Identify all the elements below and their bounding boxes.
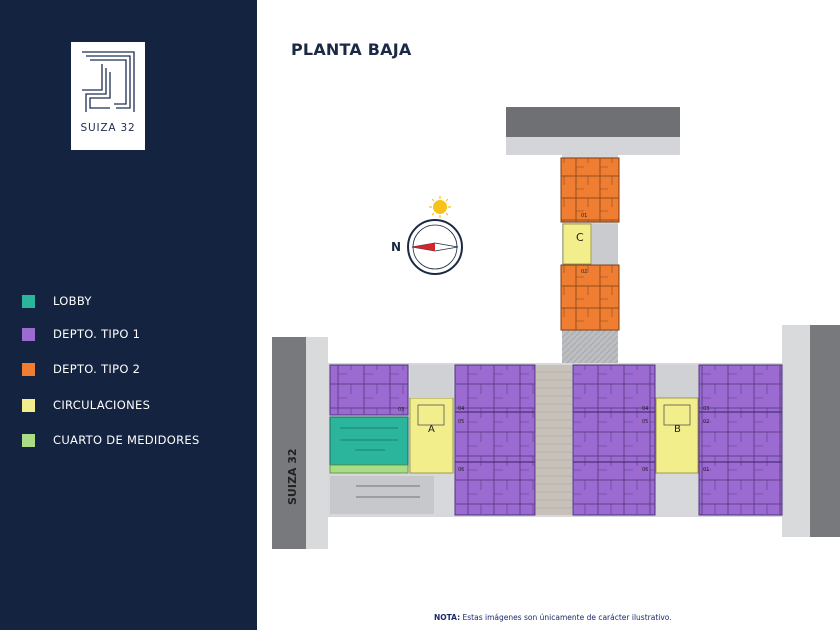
street-right-asphalt [810,325,840,537]
floor-plan: C 01 02 A 03 04 05 06 04 05 06 B 03 02 0… [272,107,840,549]
legend-swatch [22,399,35,412]
page-title: PLANTA BAJA [291,40,412,59]
note-prefix: NOTA: [434,613,461,622]
legend-label: DEPTO. TIPO 1 [53,327,141,341]
logo-mark-icon [82,51,135,112]
legend-label: DEPTO. TIPO 2 [53,362,141,376]
unit-label: 05 [642,419,648,425]
legend-swatch [22,295,35,308]
unit-label: 03 [398,407,404,413]
corridor [562,330,618,364]
legend-label: LOBBY [53,294,92,308]
stair-b [655,397,699,474]
unit-label: 02 [703,419,709,425]
stair-label-c: C [576,231,584,244]
parking [330,476,434,514]
disclaimer-note: NOTA: Estas imágenes son únicamente de c… [434,613,672,622]
legend-swatch [22,434,35,447]
note-text: Estas imágenes son únicamente de carácte… [462,613,672,622]
legend-swatch [22,363,35,376]
unit-label: 02 [581,269,587,275]
walkway [536,365,572,515]
legend-label: CIRCULACIONES [53,398,151,412]
stair-label-a: A [428,424,435,435]
brand-name: SUIZA 32 [80,122,136,134]
stair-c [562,223,592,265]
unit-label: 04 [458,406,464,412]
compass-icon: N [391,196,463,275]
unit-label: 03 [703,406,709,412]
unit-label: 06 [642,467,648,473]
sidebar: SUIZA 32 LOBBY DEPTO. TIPO 1 DEPTO. TIPO… [0,0,257,630]
brand-logo: SUIZA 32 [71,42,145,150]
stair-a [409,397,454,474]
unit-label: 01 [703,467,709,473]
legend-label: CUARTO DE MEDIDORES [53,433,200,447]
street-top-asphalt [506,107,680,137]
meter-room [329,464,409,474]
unit-label: 05 [458,419,464,425]
street-left-asphalt [272,337,306,549]
unit-label: 04 [642,406,648,412]
stair-label-b: B [674,424,681,435]
unit-label: 01 [581,213,587,219]
street-label: SUIZA 32 [286,448,299,505]
legend-swatch [22,328,35,341]
unit-label: 06 [458,467,464,473]
lobby [329,416,409,466]
compass-north-label: N [391,240,401,254]
sun-icon [433,200,447,214]
